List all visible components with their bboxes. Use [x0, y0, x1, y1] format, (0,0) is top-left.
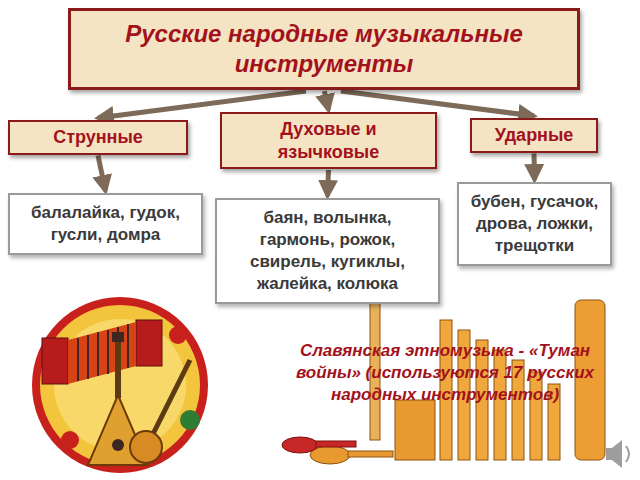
- painted-plate: [32, 297, 208, 473]
- box-text: балалайка, гудок, гусли, домра: [18, 202, 193, 246]
- box-text: Ударные: [480, 124, 588, 147]
- list-box: баян, волынка, гармонь, рожок, свирель, …: [215, 198, 440, 304]
- arrow-connector: [328, 170, 329, 196]
- box-text: Струнные: [18, 126, 178, 149]
- list-box: бубен, гусачок, дрова, ложки, трещотки: [457, 182, 612, 266]
- box-text: бубен, гусачок, дрова, ложки, трещотки: [467, 191, 602, 257]
- speaker-icon: [606, 440, 629, 468]
- title-box: Русские народные музыкальные инструменты: [68, 8, 580, 90]
- arrow-connector: [98, 156, 106, 192]
- list-box: балалайка, гудок, гусли, домра: [8, 193, 203, 255]
- category-box: Ударные: [470, 118, 598, 153]
- box-text: Русские народные музыкальные инструменты: [85, 19, 563, 79]
- arrow-connector: [324, 91, 328, 110]
- box-text: баян, волынка, гармонь, рожок, свирель, …: [225, 207, 430, 295]
- wooden-instruments: [282, 300, 605, 464]
- category-box: Струнные: [8, 120, 188, 155]
- arrow-connector: [532, 154, 538, 181]
- caption-note: Славянская этномузыка - «Туман войны» (и…: [290, 340, 600, 406]
- category-box: Духовые и язычковые: [220, 112, 437, 169]
- box-text: Духовые и язычковые: [230, 118, 427, 163]
